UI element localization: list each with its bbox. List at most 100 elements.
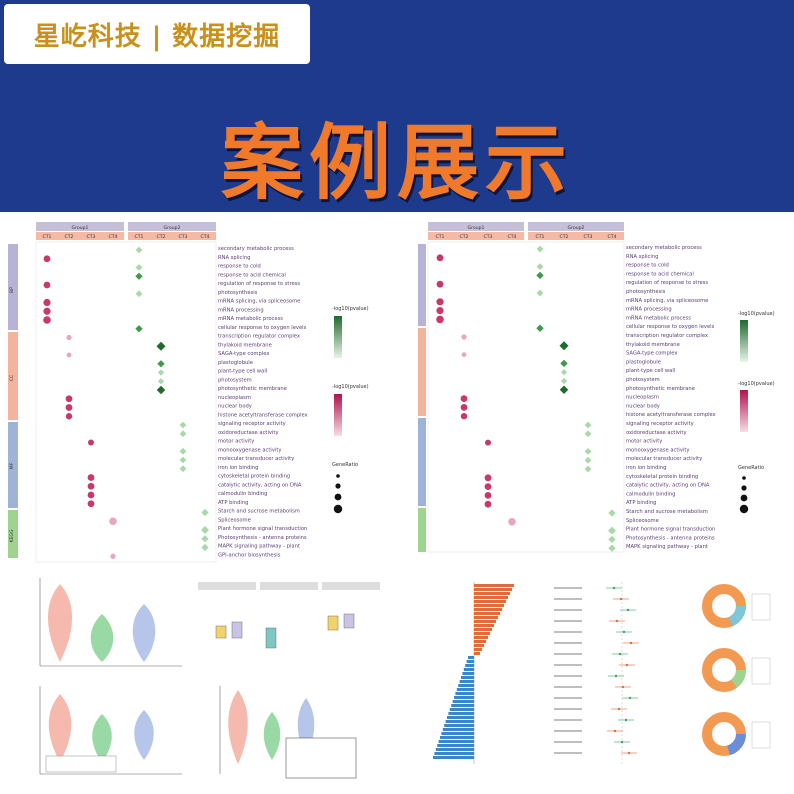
dot-mark <box>460 404 468 411</box>
dot-mark <box>43 255 51 263</box>
thumbnail-forest <box>552 578 670 774</box>
dot-mark <box>436 298 444 306</box>
dot-mark <box>66 352 72 358</box>
group2-label: Group2 <box>568 225 585 231</box>
bar-down <box>454 696 474 699</box>
bar-down <box>444 724 474 727</box>
group2-label: Group2 <box>164 225 181 231</box>
plot-area <box>427 241 625 553</box>
term-label: ATP binding <box>218 500 248 506</box>
term-label: SAGA-type complex <box>626 351 677 357</box>
dot-mark <box>87 482 95 490</box>
dot-mark <box>560 359 568 368</box>
term-label: catalytic activity, acting on DNA <box>218 482 302 488</box>
legend-size-dot <box>740 494 748 502</box>
point-estimate <box>624 718 628 722</box>
legend-green-bar <box>334 316 342 358</box>
dot-mark <box>201 508 209 517</box>
bar-up <box>474 624 494 627</box>
dot-mark <box>157 360 165 368</box>
term-label: calmodulin binding <box>218 491 267 497</box>
brand-box: 星屹科技 | 数据挖掘 <box>4 4 310 64</box>
bar-up <box>474 640 486 643</box>
group1-label: Group1 <box>468 225 485 231</box>
bar-up <box>474 612 500 615</box>
bar-down <box>465 664 474 667</box>
bar-up <box>474 620 496 623</box>
term-label: response to acid chemical <box>626 271 694 277</box>
forest-plot-svg <box>554 582 639 764</box>
term-label: molecular transducer activity <box>218 456 294 462</box>
strip-label: KEGG <box>9 529 15 542</box>
dot-mark <box>179 447 187 455</box>
col-label: CT3 <box>584 234 593 240</box>
point-estimate <box>621 685 625 689</box>
legend-size-dot <box>333 504 343 514</box>
bar-up <box>474 584 514 587</box>
dot-mark <box>484 492 492 499</box>
bar-down <box>447 716 474 719</box>
dot-mark <box>460 413 468 420</box>
col-label: CT2 <box>157 234 166 240</box>
term-label: MAPK signaling pathway - plant <box>626 544 708 550</box>
bar-down <box>440 736 474 739</box>
point-estimate <box>626 608 630 612</box>
bar-down <box>437 744 474 747</box>
dot-mark <box>484 500 492 508</box>
term-label: Plant hormone signal transduction <box>218 526 307 532</box>
point-estimate <box>627 751 631 755</box>
term-label: histone acetyltransferase complex <box>626 412 716 418</box>
dot-mark <box>135 325 143 333</box>
legend-green-bar <box>740 320 748 362</box>
bar-down <box>452 700 474 703</box>
dot-mark <box>485 439 491 446</box>
bar-down <box>456 688 474 691</box>
point-estimate <box>615 619 619 623</box>
brand-label: 星屹科技 | 数据挖掘 <box>33 21 281 52</box>
bar-up <box>474 652 480 655</box>
dotplot-right-svg: Group1 Group2 CT1 CT2 CT3 CT4 CT1 CT2 CT… <box>418 222 775 553</box>
strip-label: CC <box>9 375 15 381</box>
dot-mark <box>88 439 94 446</box>
dot-mark <box>157 378 165 385</box>
legend-size-dot <box>335 483 341 489</box>
donut-segment <box>702 648 746 692</box>
diverging-bar-svg <box>433 582 514 764</box>
bar-down <box>468 656 474 659</box>
term-label: RNA splicing <box>626 254 658 260</box>
term-label: motor activity <box>626 439 662 445</box>
col-label: CT3 <box>87 234 96 240</box>
box <box>215 625 227 639</box>
inset-scatter <box>285 737 357 779</box>
group2-header <box>528 222 624 231</box>
dot-mark <box>179 465 187 473</box>
violin-svg-3 <box>219 686 357 779</box>
violin-shape <box>228 690 248 764</box>
bar-down <box>466 660 474 663</box>
col-label: CT1 <box>536 234 545 240</box>
violin-shape <box>90 614 114 662</box>
bar-up <box>474 644 484 647</box>
point-estimate <box>614 674 618 678</box>
box <box>327 615 339 631</box>
term-label: thylakoid membrane <box>218 342 272 348</box>
col-label: CT1 <box>43 234 52 240</box>
legend-size-dot <box>742 476 746 480</box>
thumbnail-violin-2 <box>32 682 187 786</box>
strip-label: MF <box>9 462 15 469</box>
dot-mark <box>436 315 444 324</box>
term-label: iron ion binding <box>218 465 258 471</box>
box <box>231 621 243 639</box>
dot-mark <box>461 352 467 357</box>
bar-down <box>438 740 474 743</box>
group2-header <box>128 222 216 231</box>
term-label: Plant hormone signal transduction <box>626 527 715 533</box>
term-label: plastoglobule <box>218 360 253 366</box>
term-label: monooxygenase activity <box>218 447 281 453</box>
violin-svg-1 <box>39 578 182 667</box>
strip-bp <box>8 244 18 330</box>
page-title: 案例展示 <box>220 116 573 211</box>
point-estimate <box>629 641 633 645</box>
strip-kegg <box>8 510 18 558</box>
bar-down <box>442 728 474 731</box>
